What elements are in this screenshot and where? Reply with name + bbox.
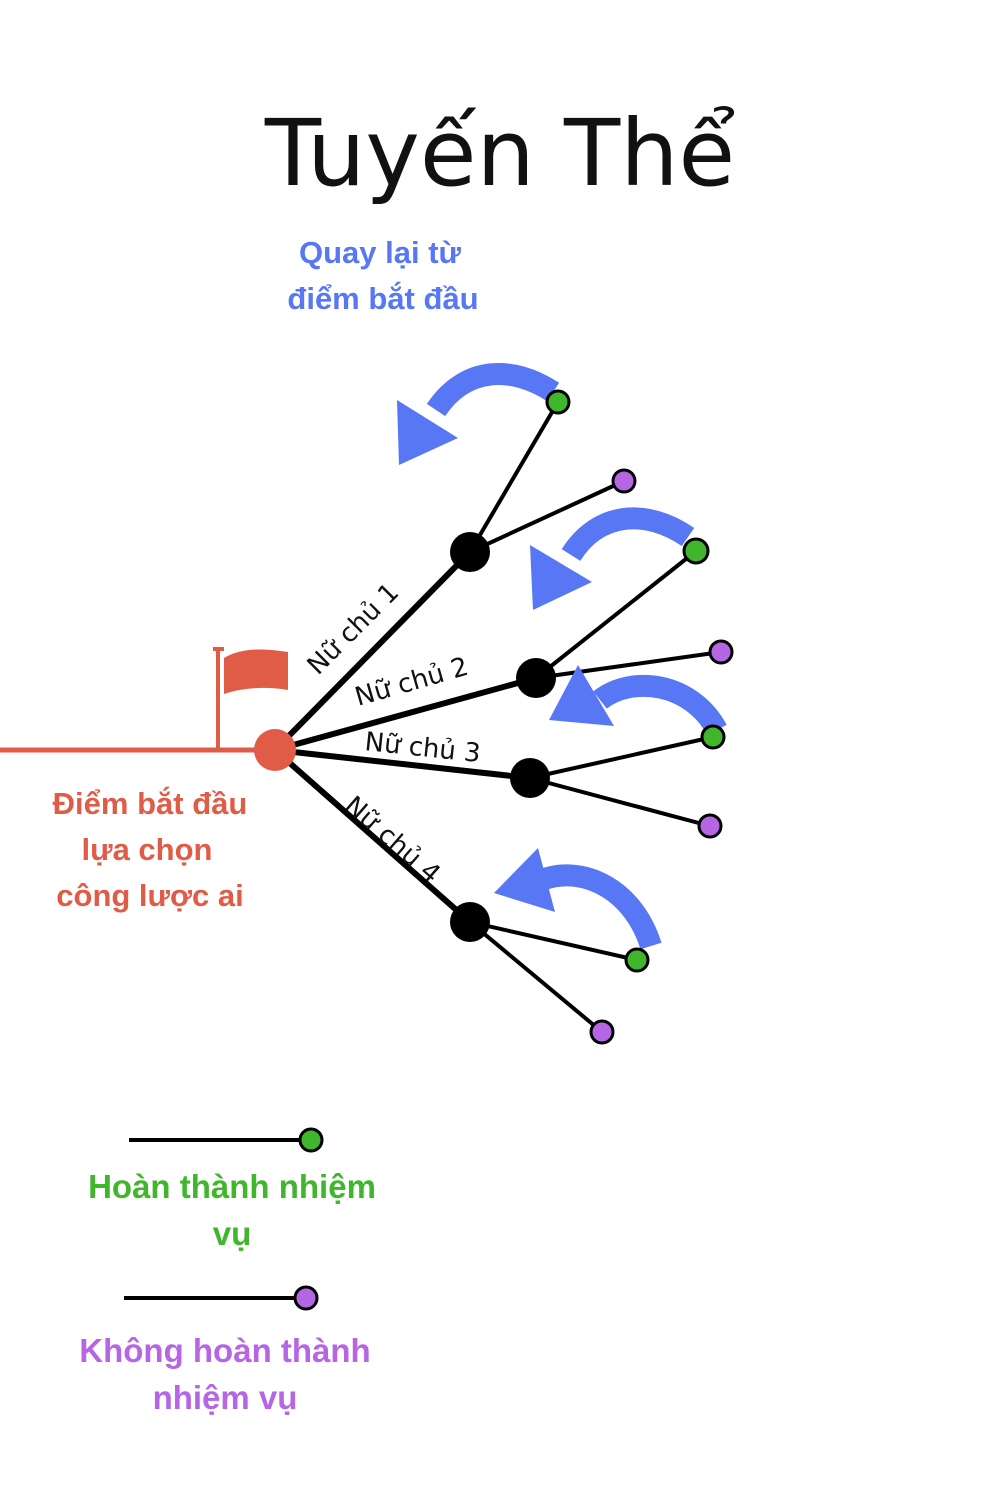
start-label: Điểm bắt đầu lựa chọn công lược ai — [53, 785, 248, 913]
sub-line-2b — [535, 650, 722, 680]
flag-icon — [213, 647, 288, 749]
incomplete-endpoint — [611, 468, 637, 494]
return-note: Quay lại từ điểm bắt đầu — [287, 235, 478, 316]
complete-endpoint — [682, 537, 710, 565]
junction-node-2 — [516, 658, 556, 698]
incomplete-endpoint — [589, 1019, 615, 1045]
incomplete-endpoint — [697, 813, 723, 839]
branch-line-1 — [272, 549, 473, 753]
return-note-line-2: điểm bắt đầu — [287, 280, 478, 316]
sub-line-4b — [468, 920, 604, 1034]
legend-incomplete-line-2: nhiệm vụ — [153, 1379, 298, 1416]
sub-line-1b — [469, 479, 625, 554]
sub-line-3b — [529, 776, 711, 828]
sub-line-1a — [468, 400, 560, 554]
return-note-line-1: Quay lại từ — [299, 235, 462, 270]
curved-arrow-icon — [549, 665, 727, 736]
main-branches — [272, 549, 537, 925]
page-title: Tuyến Thể — [264, 100, 735, 207]
endpoints — [545, 389, 734, 1045]
curved-arrow-icon — [397, 363, 560, 465]
sub-line-4a — [469, 920, 638, 962]
curved-arrow-icon — [494, 848, 662, 950]
sub-branches — [468, 400, 722, 1034]
start-label-line-3: công lược ai — [56, 878, 243, 913]
junction-node-4 — [450, 902, 490, 942]
incomplete-endpoint — [708, 639, 734, 665]
branch-line-2 — [274, 675, 537, 753]
curved-arrow-icon — [530, 507, 695, 610]
legend: Hoàn thành nhiệm vụ Không hoàn thành nhi… — [79, 1127, 376, 1416]
branch-label-4: Nữ chủ 4 — [338, 791, 445, 890]
legend-complete: Hoàn thành nhiệm vụ — [88, 1127, 376, 1252]
branch-line-4 — [273, 747, 472, 925]
start-label-line-1: Điểm bắt đầu — [53, 785, 248, 821]
start-label-line-2: lựa chọn — [82, 832, 213, 867]
junction-node-1 — [450, 532, 490, 572]
return-arrows — [397, 363, 727, 950]
legend-incomplete-marker — [293, 1285, 319, 1311]
branch-line-3 — [274, 747, 531, 781]
sub-line-2a — [534, 549, 698, 680]
legend-complete-line-1: Hoàn thành nhiệm — [88, 1168, 376, 1205]
junction-nodes — [450, 532, 556, 942]
complete-endpoint — [700, 724, 726, 750]
branch-label-1: Nữ chủ 1 — [302, 578, 405, 681]
sub-line-3a — [529, 735, 714, 780]
legend-complete-line-2: vụ — [213, 1215, 252, 1252]
legend-incomplete-line-1: Không hoàn thành — [79, 1332, 370, 1369]
complete-endpoint — [545, 389, 571, 415]
start-node — [254, 729, 296, 771]
legend-complete-marker — [298, 1127, 324, 1153]
complete-endpoint — [624, 947, 650, 973]
legend-incomplete: Không hoàn thành nhiệm vụ — [79, 1285, 371, 1416]
junction-node-3 — [510, 758, 550, 798]
